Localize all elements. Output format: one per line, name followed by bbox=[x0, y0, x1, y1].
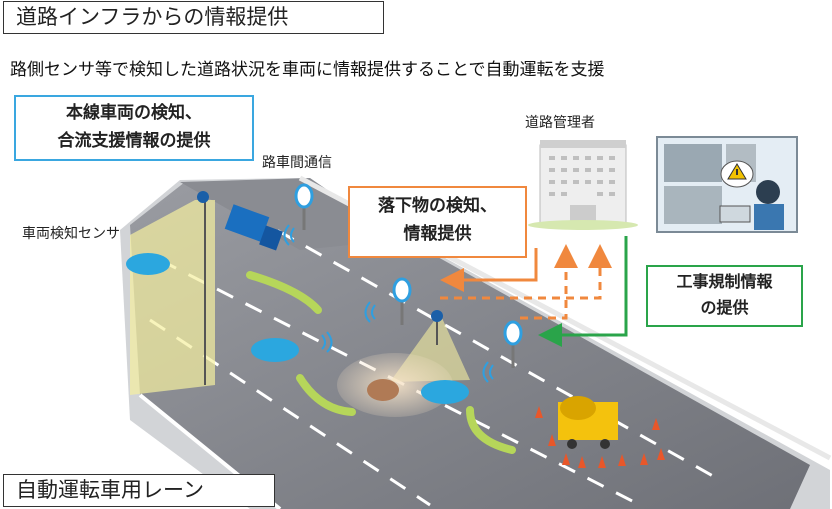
traffic-cone-icon bbox=[535, 406, 665, 468]
callout-debris-detection: 落下物の検知、 情報提供 bbox=[348, 186, 527, 258]
callout-line: 情報提供 bbox=[403, 224, 472, 244]
building-windows bbox=[549, 156, 615, 196]
info-arrow-works bbox=[538, 236, 628, 347]
car-icon bbox=[421, 380, 469, 404]
sensor-cone-left bbox=[130, 200, 215, 395]
page-title: 道路インフラからの情報提供 bbox=[3, 1, 384, 34]
trajectory-arrow bbox=[246, 271, 516, 454]
roadside-antenna-icon bbox=[392, 277, 412, 325]
car-icon bbox=[251, 338, 299, 362]
road-sensor-camera-icon bbox=[197, 191, 209, 385]
callout-line: の提供 bbox=[700, 298, 749, 317]
car-icon bbox=[126, 253, 170, 275]
warning-icon bbox=[720, 160, 754, 188]
detection-report-arrow bbox=[440, 244, 612, 320]
road-surface bbox=[130, 180, 810, 509]
truck-icon bbox=[224, 204, 283, 251]
building-icon bbox=[528, 140, 638, 230]
label-vehicle-sensor: 車両検知センサ bbox=[22, 226, 120, 242]
callout-mainline-detection: 本線車両の検知、 合流支援情報の提供 bbox=[14, 95, 254, 161]
road-sensor-camera-icon bbox=[431, 310, 443, 345]
label-road-vehicle-communication: 路車間通信 bbox=[262, 155, 332, 171]
wireless-signal-icon bbox=[283, 224, 494, 383]
info-arrow-debris bbox=[440, 248, 538, 292]
roadside-antenna-icon bbox=[294, 183, 314, 230]
callout-line: 落下物の検知、 bbox=[378, 196, 497, 216]
lane-label: 自動運転車用レーン bbox=[3, 474, 275, 507]
callout-line: 工事規制情報 bbox=[676, 272, 773, 291]
merge-ramp bbox=[180, 178, 400, 250]
callout-line: 本線車両の検知、 bbox=[66, 103, 202, 123]
debris-icon bbox=[367, 379, 399, 401]
callout-roadworks-info: 工事規制情報 の提供 bbox=[646, 265, 803, 327]
roadside-antenna-icon bbox=[503, 320, 523, 368]
cement-mixer-icon bbox=[558, 396, 618, 449]
label-road-manager: 道路管理者 bbox=[525, 115, 595, 131]
callout-line: 合流支援情報の提供 bbox=[57, 131, 211, 151]
page-subtitle: 路側センサ等で検知した道路状況を車両に情報提供することで自動運転を支援 bbox=[10, 60, 605, 80]
